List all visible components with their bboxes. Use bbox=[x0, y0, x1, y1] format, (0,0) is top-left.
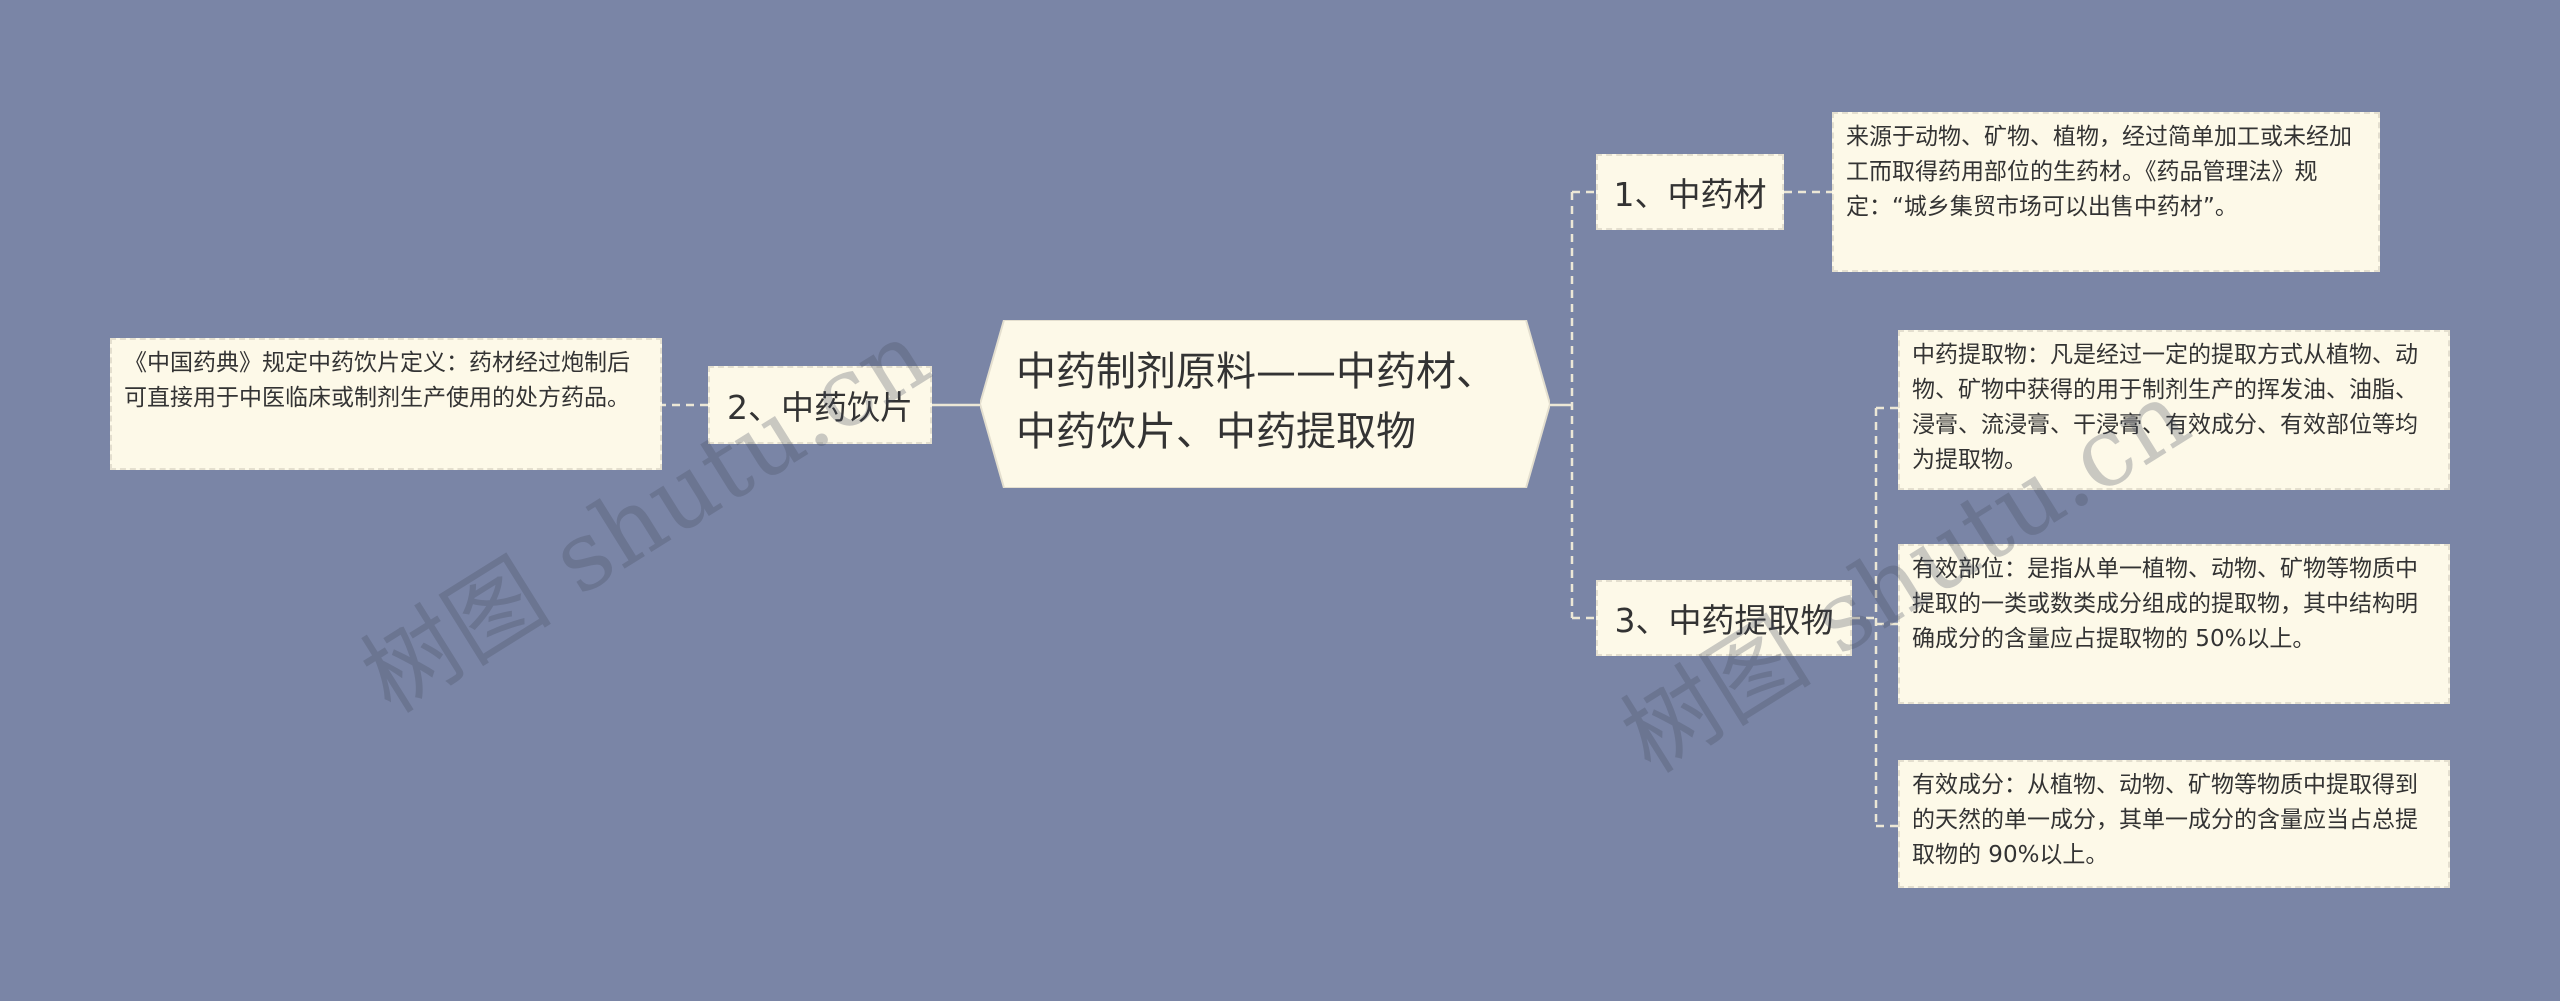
leaf-text: 中药提取物：凡是经过一定的提取方式从植物、动物、矿物中获得的用于制剂生产的挥发油… bbox=[1912, 342, 2418, 473]
leaf-text: 有效成分：从植物、动物、矿物等物质中提取得到的天然的单一成分，其单一成分的含量应… bbox=[1912, 772, 2418, 868]
branch-label: 3、中药提取物 bbox=[1614, 601, 1834, 640]
leaf-node-1-1[interactable]: 来源于动物、矿物、植物，经过简单加工或未经加工而取得药用部位的生药材。《药品管理… bbox=[1832, 112, 2380, 272]
leaf-node-3-3[interactable]: 有效成分：从植物、动物、矿物等物质中提取得到的天然的单一成分，其单一成分的含量应… bbox=[1898, 760, 2450, 888]
branch-node-3[interactable]: 3、中药提取物 bbox=[1596, 580, 1852, 656]
leaf-text: 《中国药典》规定中药饮片定义：药材经过炮制后可直接用于中医临床或制剂生产使用的处… bbox=[124, 350, 630, 411]
leaf-text: 有效部位：是指从单一植物、动物、矿物等物质中提取的一类或数类成分组成的提取物，其… bbox=[1912, 556, 2418, 652]
center-title: 中药制剂原料——中药材、中药饮片、中药提取物 bbox=[1016, 349, 1496, 455]
leaf-text: 来源于动物、矿物、植物，经过简单加工或未经加工而取得药用部位的生药材。《药品管理… bbox=[1846, 124, 2352, 220]
leaf-node-2-1[interactable]: 《中国药典》规定中药饮片定义：药材经过炮制后可直接用于中医临床或制剂生产使用的处… bbox=[110, 338, 662, 470]
center-hexagon-shape bbox=[980, 320, 1550, 488]
leaf-node-3-2[interactable]: 有效部位：是指从单一植物、动物、矿物等物质中提取的一类或数类成分组成的提取物，其… bbox=[1898, 544, 2450, 704]
branch-node-1[interactable]: 1、中药材 bbox=[1596, 154, 1784, 230]
branch-label: 1、中药材 bbox=[1613, 175, 1767, 214]
center-node[interactable]: 中药制剂原料——中药材、中药饮片、中药提取物 bbox=[980, 320, 1550, 488]
branch-label: 2、中药饮片 bbox=[727, 388, 913, 427]
branch-node-2[interactable]: 2、中药饮片 bbox=[708, 366, 932, 444]
leaf-node-3-1[interactable]: 中药提取物：凡是经过一定的提取方式从植物、动物、矿物中获得的用于制剂生产的挥发油… bbox=[1898, 330, 2450, 490]
